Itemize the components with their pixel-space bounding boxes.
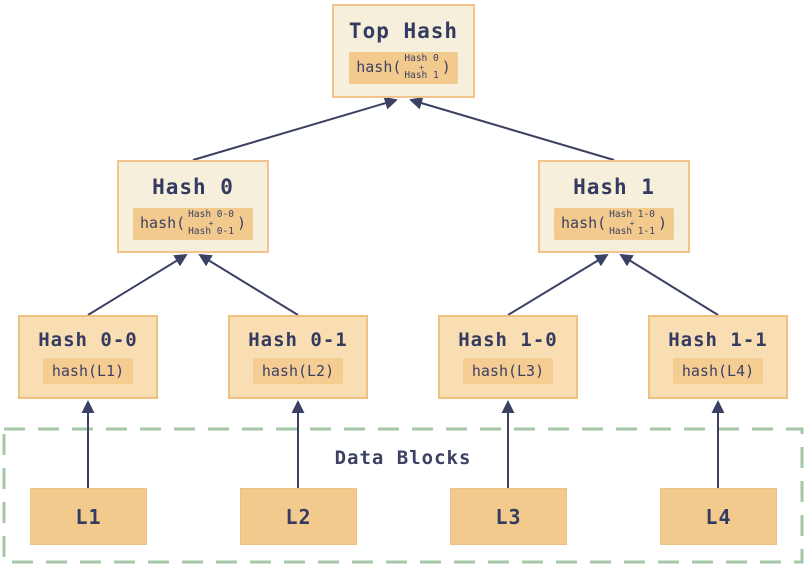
plus-operator: + (629, 219, 635, 228)
node-title: Hash 0-1 (248, 329, 348, 351)
plus-operator: + (208, 219, 214, 228)
edge-hash01-hash0 (198, 253, 299, 316)
hash-arg-top: Hash 0 (404, 53, 439, 64)
data-blocks-title: Data Blocks (334, 447, 472, 469)
hash-arg-top: Hash 0-0 (188, 209, 234, 220)
node-hash-1-1: Hash 1-1 hash(L4) (648, 315, 788, 399)
hash-args: Hash 1-0 + Hash 1-1 (609, 210, 655, 237)
node-title: Hash 1-1 (668, 329, 768, 351)
edge-hash00-hash0 (87, 253, 188, 316)
hash-formula: hash(L1) (42, 358, 134, 384)
hash-arg-bottom: Hash 1-1 (609, 226, 655, 237)
hash-close-paren: ) (657, 214, 667, 232)
node-hash-0: Hash 0 hash( Hash 0-0 + Hash 0-1 ) (117, 160, 269, 253)
hash-close-paren: ) (441, 58, 451, 76)
hash-arg-bottom: Hash 1 (404, 70, 439, 81)
hash-fn: hash( (356, 58, 402, 76)
node-top-hash: Top Hash hash( Hash 0 + Hash 1 ) (332, 4, 475, 98)
hash-formula: hash( Hash 1-0 + Hash 1-1 ) (554, 208, 674, 240)
node-title: Top Hash (348, 19, 459, 43)
plus-operator: + (419, 63, 424, 72)
data-block-l2: L2 (240, 488, 357, 545)
node-hash-1: Hash 1 hash( Hash 1-0 + Hash 1-1 ) (538, 160, 690, 253)
node-hash-0-0: Hash 0-0 hash(L1) (18, 315, 158, 399)
hash-formula: hash(L3) (462, 358, 554, 384)
edge-hash11-hash1 (619, 253, 719, 316)
hash-close-paren: ) (236, 214, 246, 232)
node-hash-1-0: Hash 1-0 hash(L3) (438, 315, 578, 399)
edge-hash0-tophash (192, 96, 398, 161)
edge-hash10-hash1 (507, 253, 609, 316)
hash-args: Hash 0-0 + Hash 0-1 (188, 210, 234, 237)
hash-fn: hash( (140, 214, 186, 232)
hash-formula: hash( Hash 0-0 + Hash 0-1 ) (133, 208, 253, 240)
data-block-l3: L3 (450, 488, 567, 545)
hash-formula: hash(L2) (252, 358, 344, 384)
data-block-l4: L4 (660, 488, 777, 545)
hash-arg-top: Hash 1-0 (609, 209, 655, 220)
hash-arg-bottom: Hash 0-1 (188, 226, 234, 237)
node-title: Hash 1 (573, 175, 655, 199)
hash-formula: hash( Hash 0 + Hash 1 ) (349, 52, 458, 84)
data-block-l1: L1 (30, 488, 147, 545)
hash-args: Hash 0 + Hash 1 (404, 54, 438, 81)
node-title: Hash 0 (152, 175, 234, 199)
node-title: Hash 1-0 (458, 329, 558, 351)
hash-fn: hash( (561, 214, 607, 232)
hash-formula: hash(L4) (672, 358, 764, 384)
node-title: Hash 0-0 (38, 329, 138, 351)
node-hash-0-1: Hash 0-1 hash(L2) (228, 315, 368, 399)
edge-hash1-tophash (409, 96, 615, 161)
